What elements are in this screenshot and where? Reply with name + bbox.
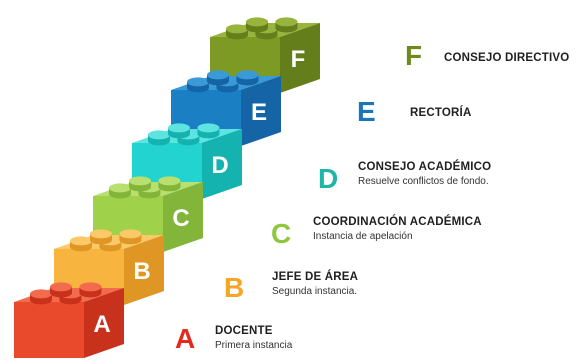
level-letter: D [318, 163, 339, 194]
block-letter-c: C [172, 205, 189, 232]
block-letter-d: D [211, 152, 228, 179]
level-subtitle: Segunda instancia. [272, 286, 358, 297]
level-subtitle: Resuelve conflictos de fondo. [358, 176, 489, 187]
block-c: C [93, 176, 203, 252]
block-letter-f: F [291, 46, 306, 73]
level-title: JEFE DE ÁREA [272, 271, 359, 283]
level-letter: E [357, 96, 376, 127]
level-letter: F [405, 40, 423, 71]
level-letter: C [271, 218, 292, 249]
level-title: CONSEJO ACADÉMICO [358, 161, 492, 173]
level-subtitle: Primera instancia [215, 340, 293, 351]
block-letter-a: A [93, 311, 110, 338]
block-letter-b: B [133, 258, 150, 285]
level-letter: A [175, 323, 196, 354]
level-title: DOCENTE [215, 325, 273, 337]
level-title: COORDINACIÓN ACADÉMICA [313, 216, 482, 228]
level-title: RECTORÍA [410, 107, 472, 119]
block-letter-e: E [251, 99, 267, 126]
level-title: CONSEJO DIRECTIVO [444, 52, 570, 64]
level-subtitle: Instancia de apelación [313, 231, 413, 242]
block-a: A [14, 282, 124, 358]
level-letter: B [224, 272, 245, 303]
